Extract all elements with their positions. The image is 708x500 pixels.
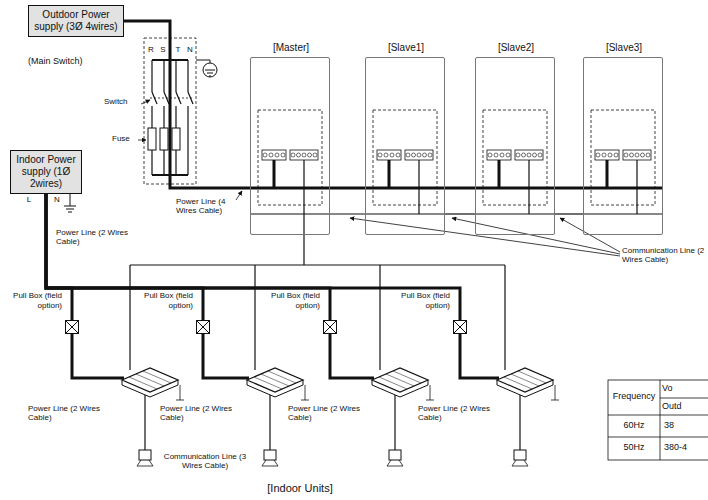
annotation-label: Switch [104,97,140,106]
annotation-label: Communication Line (2 Wires Cable) [622,246,706,264]
outdoor-unit-art [250,110,330,214]
annotation-label: Fuse [112,134,138,143]
pull-box-cross [323,320,337,334]
annotation-label: Power Line (2 Wires Cable) [288,404,362,422]
table-cell: 38 [664,420,708,430]
table-cell: 380-4 [664,442,708,452]
pull-box: Pull Box (field option) [65,320,79,334]
communication-line [330,213,365,214]
annotation-label: [Indoor Units] [250,482,350,495]
leader-line [236,191,242,200]
table-cell: 50Hz [609,442,659,452]
voltage-table [608,380,708,460]
annotation-label: Power Line (2 Wires Cable) [160,404,234,422]
power-line [46,194,460,320]
power-supply-box: Outdoor Power supply (3Ø 4wires) [28,5,124,37]
annotation-label: S [158,45,168,54]
power-line [330,187,365,190]
annotation-label: N [185,45,195,54]
pull-box-label: Pull Box (field option) [262,291,320,310]
annotation-label: L [24,195,34,204]
supply-label: Outdoor Power supply (3Ø 4wires) [33,9,119,33]
pull-box-cross [65,320,79,334]
annotation-label: R [146,45,156,54]
outdoor-unit: [Slave3] [583,57,663,235]
pull-box: Pull Box (field option) [453,320,467,334]
power-line [555,187,583,190]
unit-heading: [Master] [241,42,341,53]
annotation-label: Power Line (2 Wires Cable) [56,228,132,246]
indoor-unit-art [460,265,559,466]
annotation-label: Power Line (4 Wires Cable) [176,197,234,215]
annotation-label: Power Line (2 Wires Cable) [28,404,102,422]
outdoor-unit-art [475,110,555,214]
ground-symbol [64,192,76,212]
communication-line [555,213,583,214]
annotation-label: T [173,45,183,54]
table-cell: Vo [662,383,706,393]
pull-box-cross [196,320,210,334]
annotation-label: (Main Switch) [28,56,118,66]
unit-heading: [Slave3] [574,42,674,53]
communication-wire [130,214,505,265]
pull-box: Pull Box (field option) [196,320,210,334]
outdoor-unit-art [365,110,445,214]
pull-box-cross [453,320,467,334]
table-cell: 60Hz [609,420,659,430]
outdoor-unit: [Slave1] [365,57,445,235]
annotation-label: N [52,195,62,204]
power-line [445,187,475,190]
communication-line [445,213,475,214]
supply-label: Indoor Power supply (1Ø 2wires) [15,154,77,190]
pull-box-label: Pull Box (field option) [135,291,193,310]
pull-box: Pull Box (field option) [323,320,337,334]
table-cell: Outd [662,401,706,411]
annotation-label: Power Line (2 Wires Cable) [418,404,492,422]
leader-line [350,218,620,256]
table-cell: Frequency [609,391,659,401]
pull-box-label: Pull Box (field option) [392,291,450,310]
annotation-label: Communication Line (3 Wires Cable) [160,452,250,470]
main-switch [137,38,196,184]
power-line [124,21,250,188]
power-line [46,194,330,320]
unit-heading: [Slave1] [356,42,456,53]
unit-heading: [Slave2] [466,42,566,53]
outdoor-unit: [Slave2] [475,57,555,235]
power-supply-box: Indoor Power supply (1Ø 2wires) [10,150,82,194]
ground-symbol [196,60,217,77]
outdoor-unit-art [583,110,663,214]
outdoor-unit: [Master] [250,57,330,235]
pull-box-label: Pull Box (field option) [4,291,62,310]
